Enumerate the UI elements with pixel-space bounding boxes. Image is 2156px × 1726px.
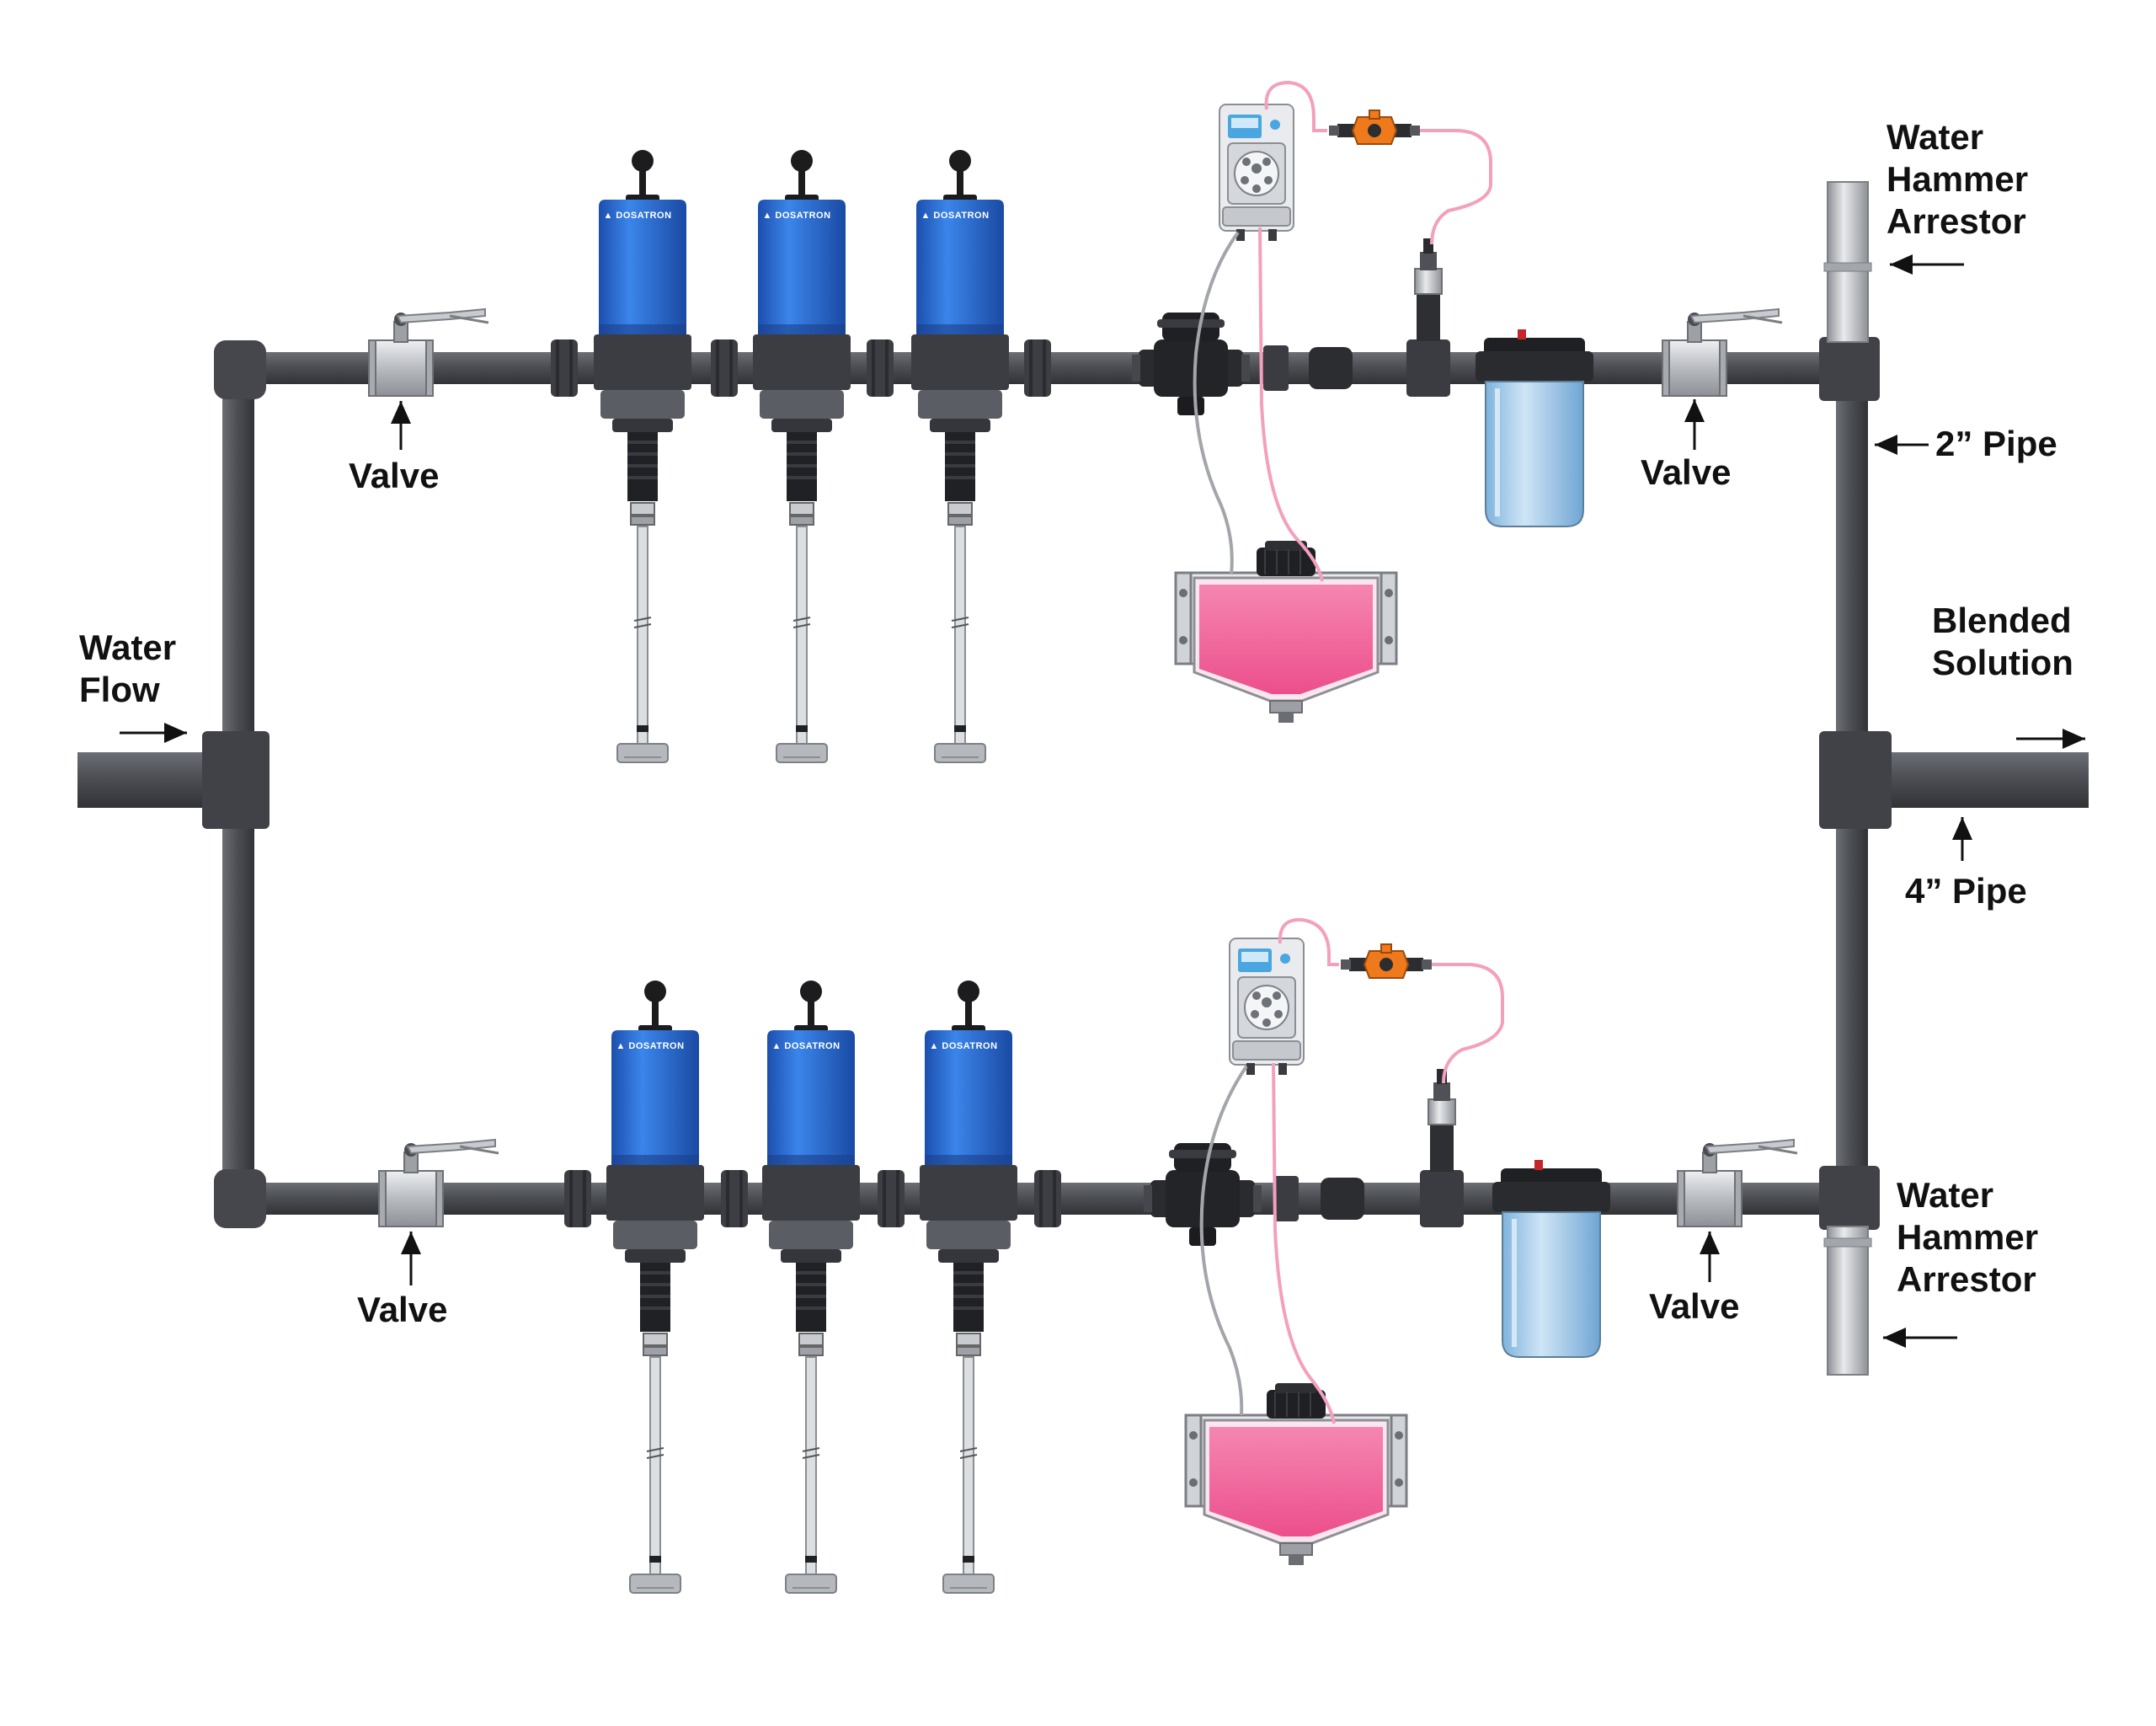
top-arrestor-line-3: Arrestor bbox=[1886, 201, 2026, 241]
bottom-branch bbox=[377, 917, 1799, 1594]
pipe-4in-label: 4” Pipe bbox=[1905, 871, 2027, 911]
top-tubing bbox=[1258, 80, 1492, 582]
top-union bbox=[711, 339, 738, 397]
bottom-filter bbox=[1492, 1160, 1610, 1357]
annotation-arrows bbox=[120, 254, 2085, 1348]
top-union bbox=[867, 339, 894, 397]
bottom-arrestor-line-3: Arrestor bbox=[1897, 1259, 2036, 1299]
bottom-union bbox=[1034, 1170, 1061, 1227]
top-injector-3[interactable] bbox=[910, 149, 1010, 763]
top-check-valve bbox=[1328, 110, 1421, 145]
bottom-tubing bbox=[1272, 917, 1504, 1424]
top-union bbox=[1024, 339, 1051, 397]
bottom-injector-3[interactable] bbox=[919, 980, 1018, 1594]
top-injection-tee bbox=[1406, 238, 1451, 398]
top-union bbox=[551, 339, 578, 397]
blended-solution-label: Blended Solution bbox=[1932, 600, 2073, 684]
top-arrestor-label: Water Hammer Arrestor bbox=[1886, 116, 2028, 243]
bottom-injector-1[interactable] bbox=[606, 980, 705, 1594]
bottom-left-elbow bbox=[214, 1169, 266, 1228]
top-filter bbox=[1476, 329, 1593, 526]
inlet-tee bbox=[202, 731, 270, 829]
bottom-injector-2[interactable] bbox=[761, 980, 861, 1594]
outlet-pipe bbox=[1865, 752, 2089, 808]
top-arrestor bbox=[1827, 181, 1869, 343]
bottom-dosing-pump[interactable] bbox=[1229, 938, 1305, 1076]
bottom-check-valve bbox=[1340, 943, 1433, 979]
bottom-left-valve-label: Valve bbox=[357, 1290, 448, 1329]
bottom-arrestor-line-1: Water bbox=[1897, 1175, 1994, 1215]
outlet-tee bbox=[1819, 731, 1892, 829]
top-injector-1[interactable] bbox=[593, 149, 692, 763]
top-branch bbox=[367, 80, 1784, 763]
bottom-arrestor bbox=[1827, 1226, 1869, 1376]
top-right-valve-label: Valve bbox=[1641, 452, 1732, 492]
water-flow-line-2: Flow bbox=[79, 670, 160, 709]
top-arrestor-line-2: Hammer bbox=[1886, 159, 2029, 199]
water-flow-line-1: Water bbox=[79, 628, 177, 667]
top-left-elbow bbox=[214, 340, 266, 399]
top-dosing-pump[interactable] bbox=[1219, 104, 1294, 242]
bottom-right-tee bbox=[1819, 1166, 1880, 1230]
top-left-valve-label: Valve bbox=[349, 456, 440, 495]
top-water-meter bbox=[1132, 313, 1250, 415]
top-chemical-tank bbox=[1174, 539, 1398, 724]
bottom-right-valve-label: Valve bbox=[1649, 1286, 1740, 1326]
bottom-injection-tee bbox=[1419, 1068, 1465, 1228]
bottom-union bbox=[564, 1170, 591, 1227]
bottom-chemical-tank bbox=[1184, 1381, 1408, 1567]
blended-solution-line-2: Solution bbox=[1932, 643, 2073, 682]
blended-solution-line-1: Blended bbox=[1932, 601, 2072, 640]
bottom-arrestor-line-2: Hammer bbox=[1897, 1217, 2039, 1257]
top-injector-2[interactable] bbox=[752, 149, 851, 763]
water-flow-label: Water Flow bbox=[79, 627, 176, 711]
pipe-2in-label: 2” Pipe bbox=[1935, 424, 2057, 463]
bottom-arrestor-label: Water Hammer Arrestor bbox=[1897, 1174, 2038, 1301]
bottom-union bbox=[878, 1170, 905, 1227]
bottom-union bbox=[721, 1170, 748, 1227]
top-right-tee bbox=[1819, 337, 1880, 401]
top-arrestor-line-1: Water bbox=[1886, 117, 1984, 157]
